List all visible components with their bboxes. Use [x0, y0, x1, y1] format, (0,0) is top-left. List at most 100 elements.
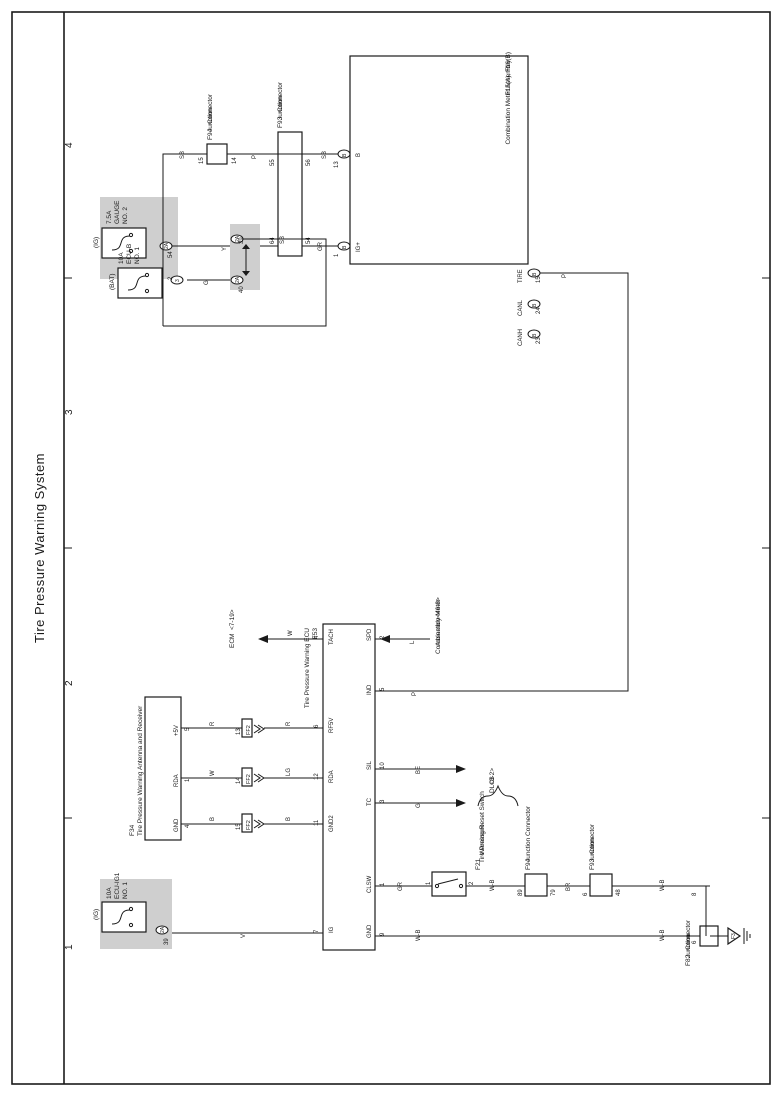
wire-tire-color: P	[562, 274, 568, 278]
ecu-pin-tach-num: 4	[314, 635, 320, 639]
wire-bat4-color: SB	[322, 151, 328, 159]
wire-bat-color: G	[204, 280, 210, 285]
fuse-gauge-pin: 54	[168, 251, 174, 258]
receiver-name: Tire Pressure Warning Antenna and Receiv…	[137, 705, 144, 836]
jc-f93-name-1: Junction	[589, 837, 596, 862]
receiver-pin-5v-label: +5V	[174, 725, 180, 736]
meter-pin-canl-conn: B	[532, 303, 538, 307]
fuse-ecu-b-name: ECU-B	[126, 244, 133, 264]
reset-switch-code: F21	[475, 858, 482, 870]
wire-gnd2-rcv-color: B	[210, 817, 216, 821]
ff2-pin-14: 14	[236, 777, 242, 784]
jc-f94-bottom-pin-b: 79	[551, 889, 557, 896]
row-markers: 1 2 3 4	[64, 142, 770, 950]
meter-pin-canh-label: CANH	[518, 329, 524, 346]
jc-f93-top-pin-56: 56	[306, 159, 312, 166]
meter-code: F15(A), F16(B)	[505, 52, 512, 95]
wire-ig1-color: V	[241, 934, 247, 938]
fuse-ig1-conn: 2A	[160, 926, 166, 933]
dlc3-ref: <8-2>	[489, 768, 496, 785]
wire-rf5v-ecu-color: R	[286, 721, 292, 726]
fuse-gauge: 7.5A GAUGE NO. 2 (IG) 2A 54	[93, 197, 178, 279]
dlc3-name: DLC3	[489, 776, 496, 793]
ecu-pin-gnd-num: 9	[380, 932, 386, 936]
meter-pin-b-conn: B	[342, 153, 348, 157]
inline-conn-a: 2A	[235, 276, 241, 283]
wire-clsw3-color: BR	[566, 882, 572, 891]
jc-f93-top-pin-54: 54	[306, 237, 312, 244]
wire-rda-ecu-color: LG	[286, 768, 292, 776]
meter-pin-canl-label: CANL	[518, 299, 524, 316]
jc-f94-top-name-2: Connector	[207, 93, 214, 124]
ecu-top-wires: V B B W LG R R W ECM <7-19>	[172, 609, 323, 938]
jc-f94-top-pin-b: 14	[232, 157, 238, 164]
meter-pin-tire-label: TIRE	[518, 269, 524, 283]
antenna-receiver: F34 Tire Pressure Warning Antenna and Re…	[129, 696, 191, 841]
jc-f94-bottom-pin-a: 89	[518, 889, 524, 896]
ecu-pin-sil-num: 10	[380, 762, 386, 769]
ff2-label-3: FF2	[246, 725, 252, 735]
jc-f94-top-name-1: Junction	[207, 107, 214, 132]
reset-switch-name-2: Warning Reset Switch	[479, 791, 486, 855]
fuse-gauge-conn: 2A	[164, 242, 170, 249]
ecu-pin-spd-label: SPD	[367, 628, 373, 641]
inline-pin-b: 39	[239, 237, 245, 244]
combo-ref-1: Combination Meter	[435, 598, 442, 654]
jc-f93-top-name-2: Connector	[277, 81, 284, 112]
fuse-ecu-b-number: NO. 1	[134, 247, 141, 264]
jc-f93-top-pin-55: 55	[270, 159, 276, 166]
wire-clsw4-color: W-B	[660, 879, 666, 891]
ecu-pin-ig-label: IG	[329, 926, 335, 933]
connector-ff2: FF2 15 FF2 14 FF2 13	[236, 718, 265, 833]
page-title: Tire Pressure Warning System	[32, 453, 47, 643]
ff2-label-1: FF2	[246, 820, 252, 830]
wire-gnd-right-color: W-B	[660, 929, 666, 941]
wire-bat3-color: SB	[180, 151, 186, 159]
ecu-pin-tach-label: TACH	[329, 629, 335, 645]
jc-f94-top-pin-a: 15	[199, 157, 205, 164]
meter-name: Combination Meter Assembly	[505, 59, 512, 144]
reset-switch-pin-b: 2	[469, 881, 475, 885]
fuse-ecu-b: 10A ECU-B NO. 1 (BAT) 3 2	[109, 244, 184, 299]
row-number-2: 2	[64, 680, 75, 686]
wire-bat5-color: P	[252, 155, 258, 159]
jc-f93-pin-b: 48	[616, 889, 622, 896]
receiver-pin-rda-label: RDA	[174, 774, 180, 787]
combination-meter: F15(A), F16(B) Combination Meter Assembl…	[334, 52, 542, 346]
jc-f82-pin-a: 6	[692, 940, 698, 944]
jc-f82-pin-b: 8	[692, 892, 698, 896]
ecm-ref: <7-19>	[229, 609, 236, 630]
row-number-3: 3	[64, 409, 75, 415]
fuse-ig1-rating: 10A	[106, 887, 113, 899]
wire-gauge2-color: GR	[318, 241, 324, 251]
wire-clsw-color: GR	[398, 881, 404, 891]
jc-f93-name-2: Connector	[589, 823, 596, 854]
fuse-ig1-number: NO. 1	[122, 882, 129, 899]
meter-pin-canh-conn: B	[532, 333, 538, 337]
ecu-pin-rda-label: RDA	[329, 770, 335, 783]
wire-tach-color: W	[288, 630, 294, 636]
jc-f93-pin-a: 6	[583, 892, 589, 896]
meter-pin-tire-num: 15	[536, 276, 542, 283]
receiver-pin-5v-num: 5	[185, 727, 191, 731]
fuse-ig1-pin: 39	[164, 938, 170, 945]
ecu-pin-rf5v-num: 6	[314, 724, 320, 728]
ecu-pin-rf5v-label: RF5V	[329, 718, 335, 733]
fuse-ecu-b-rating: 10A	[118, 252, 125, 264]
jc-f93-top-name-1: Junction	[277, 95, 284, 120]
fuse-gauge-rating: 7.5A	[106, 210, 113, 224]
meter-pin-canh-num: 23	[536, 337, 542, 344]
meter-pin-ig-conn: B	[342, 245, 348, 249]
ff2-label-2: FF2	[246, 774, 252, 784]
receiver-pin-gnd-label: GND	[174, 818, 180, 832]
ecu-pin-ind-label: IND	[367, 684, 373, 695]
wire-bat2-color: SB	[280, 236, 286, 244]
wire-gnd-color: W-B	[416, 929, 422, 941]
meter-pin-b-label: B	[356, 153, 362, 157]
wire-ind-color: P	[412, 692, 418, 696]
wire-spd-color: L	[410, 640, 416, 644]
wire-gnd2-ecu-color: B	[286, 817, 292, 821]
jc-f94-bottom-name: Junction Connector	[525, 805, 532, 862]
